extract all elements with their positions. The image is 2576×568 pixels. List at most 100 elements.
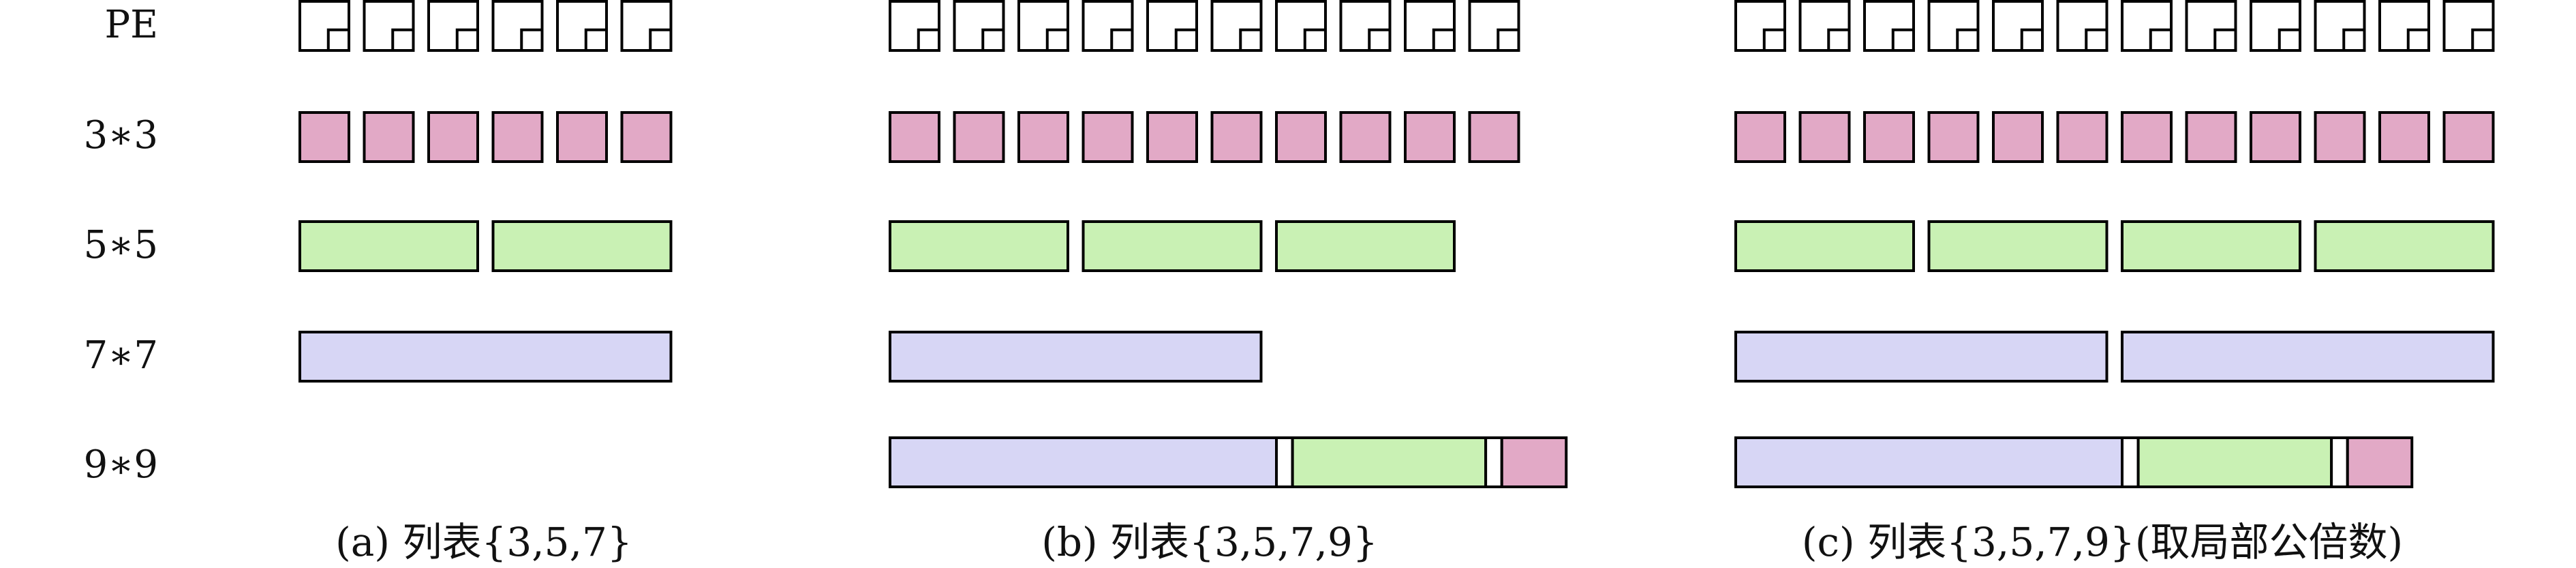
- kernel-block-5x5: [491, 220, 673, 272]
- kernel-block-3x3: [1468, 111, 1520, 163]
- pe-cell-inner: [2406, 28, 2431, 52]
- pe-cell-inner: [1891, 28, 1916, 52]
- pe-cell: [427, 0, 480, 52]
- kernel-block-3x3: [1017, 111, 1069, 163]
- pe-cell: [556, 0, 609, 52]
- pe-cell-inner: [584, 28, 609, 52]
- pe-cell: [2121, 0, 2173, 52]
- pe-cell-inner: [391, 28, 415, 52]
- kernel-block-3x3: [1863, 111, 1915, 163]
- row-label-7x7: 7∗7: [84, 333, 158, 378]
- pe-cell: [2314, 0, 2366, 52]
- pe-cell: [1468, 0, 1520, 52]
- gap-block: [2330, 436, 2349, 488]
- pe-cell-inner: [455, 28, 480, 52]
- pe-cell: [889, 0, 941, 52]
- panel-b: (b) 列表{3,5,7,9}: [889, 0, 1568, 565]
- pe-cell-inner: [2342, 28, 2366, 52]
- kernel-block-3x3: [363, 111, 415, 163]
- gap-block: [2121, 436, 2140, 488]
- kernel-block-9x9: [1734, 436, 2123, 488]
- pe-cell-inner: [1045, 28, 1070, 52]
- pe-cell: [2185, 0, 2237, 52]
- panel-c-caption: (c) 列表{3,5,7,9}(取局部公倍数): [1802, 519, 2403, 565]
- gap-block: [1484, 436, 1503, 488]
- pe-cell: [2056, 0, 2109, 52]
- kernel-block-3x3: [1082, 111, 1134, 163]
- pe-cell: [491, 0, 544, 52]
- kernel-block-3x3: [1927, 111, 1980, 163]
- kernel-block-5x5: [1927, 220, 2109, 272]
- pe-cell-inner: [2278, 28, 2302, 52]
- pe-cell-outer: [363, 0, 415, 52]
- kernel-block-3x3: [1210, 111, 1263, 163]
- kernel-block-3x3: [1404, 111, 1456, 163]
- pe-cell-inner: [1956, 28, 1980, 52]
- pe-cell-inner: [1239, 28, 1263, 52]
- row-label-3x3: 3∗3: [84, 113, 158, 158]
- kernel-block-3x3: [1275, 111, 1327, 163]
- pe-cell: [2250, 0, 2302, 52]
- pe-cell-inner: [520, 28, 544, 52]
- kernel-block-3x3: [953, 111, 1005, 163]
- kernel-block-3x3: [427, 111, 479, 163]
- panel-c: (c) 列表{3,5,7,9}(取局部公倍数): [1734, 0, 2495, 565]
- pe-cell: [298, 0, 351, 52]
- row-label-pe: PE: [104, 3, 158, 47]
- kernel-block-9x9: [1500, 436, 1568, 488]
- kernel-block-5x5: [1082, 220, 1263, 272]
- pe-cell: [1734, 0, 1787, 52]
- kernel-block-7x7: [1734, 331, 2109, 383]
- pe-cell: [620, 0, 673, 52]
- pe-cell-outer: [298, 0, 350, 52]
- pe-cell: [1404, 0, 1456, 52]
- kernel-block-9x9: [889, 436, 1278, 488]
- pe-cell-inner: [1174, 28, 1199, 52]
- pe-cell-inner: [2471, 28, 2495, 52]
- pe-cell: [1082, 0, 1134, 52]
- kernel-block-9x9: [2136, 436, 2333, 488]
- kernel-block-3x3: [2442, 111, 2495, 163]
- kernel-block-3x3: [1798, 111, 1851, 163]
- pe-cell-inner: [981, 28, 1005, 52]
- kernel-block-3x3: [1146, 111, 1198, 163]
- pe-cell-outer: [1992, 0, 2044, 52]
- kernel-block-5x5: [889, 220, 1069, 272]
- pe-cell-outer: [2378, 0, 2430, 52]
- kernel-block-3x3: [1339, 111, 1392, 163]
- pe-cell: [1863, 0, 1916, 52]
- pe-cell-inner: [2085, 28, 2109, 52]
- row-label-5x5: 5∗5: [84, 223, 158, 267]
- pe-cell-inner: [1497, 28, 1520, 52]
- pe-cell-outer: [2056, 0, 2109, 52]
- kernel-block-3x3: [620, 111, 673, 163]
- row-labels: PE 3∗3 5∗5 7∗7 9∗9: [84, 3, 158, 487]
- pe-cell-inner: [1303, 28, 1328, 52]
- pe-cell-inner: [2149, 28, 2173, 52]
- pe-cell: [1992, 0, 2044, 52]
- kernel-block-5x5: [1734, 220, 1915, 272]
- kernel-block-5x5: [2121, 220, 2301, 272]
- panel-a: (a) 列表{3,5,7}: [298, 0, 673, 565]
- pe-cell: [953, 0, 1005, 52]
- pe-cell-inner: [917, 28, 941, 52]
- pe-cell-inner: [2213, 28, 2237, 52]
- panel-b-caption: (b) 列表{3,5,7,9}: [1041, 519, 1378, 565]
- pe-cell: [2442, 0, 2495, 52]
- pe-cell-inner: [1762, 28, 1787, 52]
- pe-cell: [1275, 0, 1328, 52]
- pe-cell: [1210, 0, 1263, 52]
- pe-cell-inner: [1432, 28, 1456, 52]
- kernel-block-3x3: [556, 111, 608, 163]
- kernel-block-3x3: [298, 111, 350, 163]
- kernel-block-3x3: [2121, 111, 2173, 163]
- pe-cell: [363, 0, 415, 52]
- pe-cell: [1339, 0, 1392, 52]
- pe-cell-inner: [1368, 28, 1392, 52]
- pe-cell-inner: [2020, 28, 2044, 52]
- kernel-block-3x3: [2378, 111, 2430, 163]
- pe-cell-outer: [1146, 0, 1198, 52]
- pe-cell-inner: [1110, 28, 1134, 52]
- kernel-block-5x5: [1275, 220, 1456, 272]
